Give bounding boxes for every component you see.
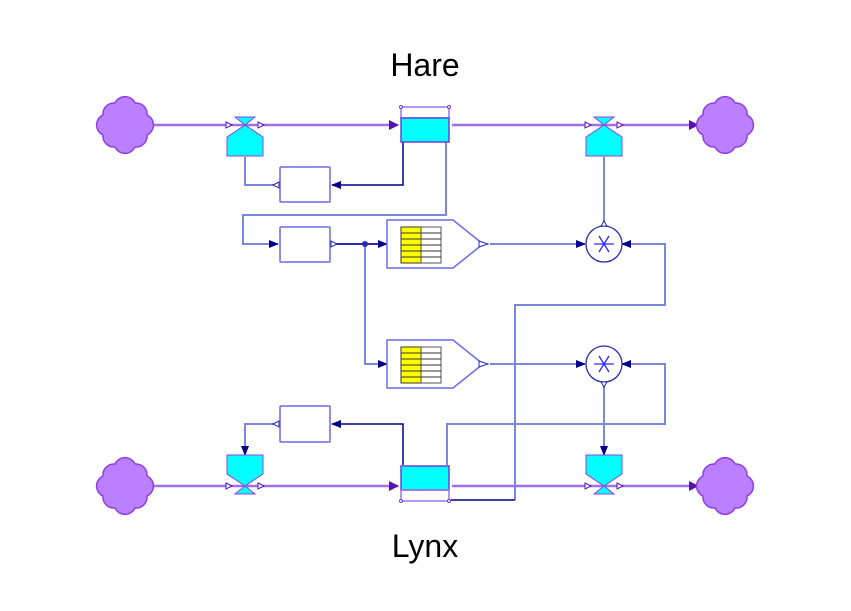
lookup-table-1[interactable] xyxy=(386,219,490,269)
hollow-arrow-icon xyxy=(271,181,280,189)
multiplier-1[interactable] xyxy=(585,220,623,263)
hare-outflow-valve[interactable] xyxy=(584,116,625,157)
hare-birth-aux xyxy=(279,166,331,203)
lookup-table-2[interactable] xyxy=(386,339,490,389)
hare-source-cloud-icon xyxy=(95,95,155,155)
lynx-sink-cloud-icon xyxy=(695,456,755,516)
link-lynx-to-birthaux xyxy=(331,420,404,465)
link-birthaux-to-lynx-inflow xyxy=(241,423,280,456)
hare-sink-cloud-icon xyxy=(695,95,755,155)
link-density-to-lookup2 xyxy=(364,244,388,368)
multiply-icon xyxy=(594,235,614,253)
lynx-title: Lynx xyxy=(392,528,458,564)
lynx-source-cloud-icon xyxy=(95,456,155,516)
lynx-stock[interactable] xyxy=(399,465,451,503)
link-hare-to-birthaux xyxy=(331,142,404,189)
link-birthaux-to-inflow xyxy=(244,157,280,186)
lynx-outflow-valve[interactable] xyxy=(584,454,625,495)
lynx-inflow-valve[interactable] xyxy=(225,454,266,495)
hare-inflow-valve[interactable] xyxy=(225,116,266,157)
hollow-arrow-icon xyxy=(271,420,280,428)
multiply-icon xyxy=(594,355,614,373)
hare-title: Hare xyxy=(390,47,459,83)
flow-pipes xyxy=(152,120,699,491)
lynx-birth-aux xyxy=(279,405,331,443)
hare-density-aux xyxy=(279,226,331,263)
link-lynx-to-mult1 xyxy=(514,240,666,500)
hollow-arrow-icon xyxy=(330,240,339,248)
cloud-icons xyxy=(95,95,755,516)
link-lynx-to-mult2 xyxy=(446,360,666,465)
multiplier-2[interactable] xyxy=(585,345,623,388)
hare-stock[interactable] xyxy=(399,105,451,143)
connector-links xyxy=(241,142,666,501)
link-hare-to-density xyxy=(242,142,447,248)
junction-dot xyxy=(362,241,368,247)
